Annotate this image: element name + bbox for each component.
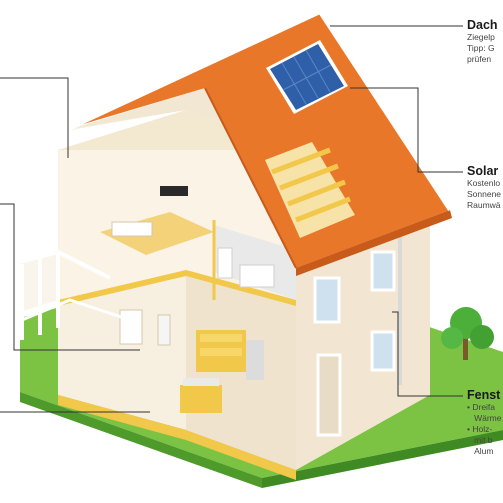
callout-solar-line: Raumwä: [467, 200, 501, 210]
callout-dach-line: prüfen: [467, 54, 492, 64]
solar-panel-icon: [266, 40, 348, 114]
callout-fenster-item: mit b: [474, 435, 493, 445]
leader-left-top: [0, 77, 69, 158]
callout-solar-title: Solar: [467, 164, 499, 178]
callout-fenster-list: Dreifa Wärme Holz- mit b Alum: [467, 402, 501, 457]
callout-fenster: Fenst Dreifa Wärme Holz- mit b Alum: [467, 388, 501, 457]
balcony: [19, 249, 131, 340]
roof-insulation-detail: [265, 142, 355, 238]
callout-dach-line: Ziegelp: [467, 32, 495, 42]
callout-solar-line: Kostenlo: [467, 178, 501, 188]
callout-dach: Dach Ziegelp Tipp: G prüfen: [467, 18, 498, 65]
callout-fenster-item: Dreifa: [467, 402, 501, 413]
window: [370, 250, 396, 292]
upper-floor-cutaway: [58, 110, 296, 306]
callout-fenster-item: Alum: [474, 446, 494, 456]
callout-solar: Solar Kostenlo Sonnene Raumwä: [467, 164, 501, 211]
callout-solar-line: Sonnene: [467, 189, 502, 199]
tree-icon: [441, 307, 494, 360]
callout-dach-title: Dach: [467, 18, 498, 32]
callout-fenster-item: Wärme: [474, 413, 502, 423]
callout-fenster-item: Holz-: [467, 424, 501, 435]
leader-solar: [350, 87, 463, 173]
leader-left-mid: [0, 203, 140, 351]
door: [316, 353, 342, 437]
window: [370, 330, 396, 372]
callout-fenster-title: Fenst: [467, 388, 501, 402]
roof: [69, 9, 452, 276]
window: [313, 276, 341, 324]
leader-fenster: [392, 311, 463, 397]
callout-leader-lines: [0, 25, 463, 413]
callout-dach-line: Tipp: G: [467, 43, 495, 53]
